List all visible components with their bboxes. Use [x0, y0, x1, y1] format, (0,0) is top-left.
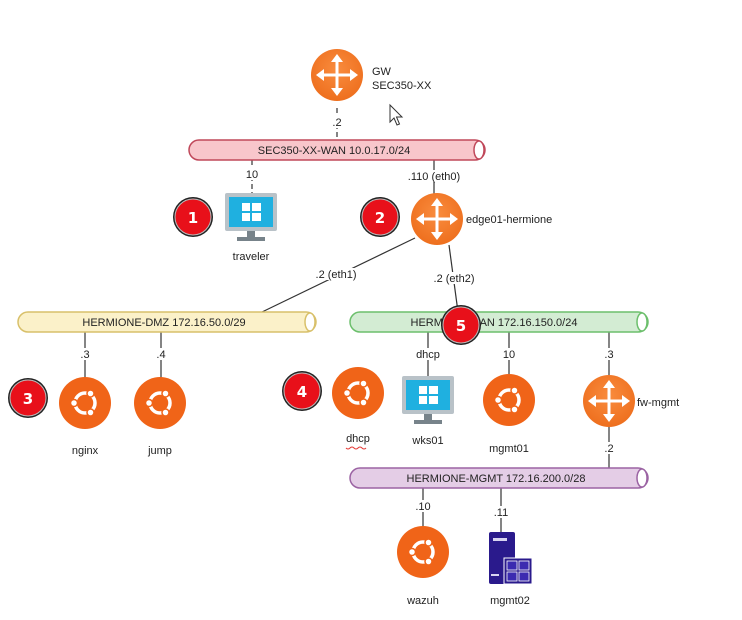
- mgmt01-name: mgmt01: [489, 443, 529, 455]
- jump-name: jump: [147, 445, 172, 457]
- edge-name: edge01-hermione: [466, 214, 552, 226]
- router-icon: [581, 373, 637, 429]
- traveler-addr-label: 10: [246, 169, 258, 181]
- node-traveler[interactable]: traveler: [225, 193, 277, 263]
- badge-1-label: 1: [188, 209, 198, 227]
- badge-5: 5: [440, 304, 482, 346]
- ubuntu-icon: [132, 375, 188, 431]
- gw-name-line1: GW: [372, 66, 392, 78]
- ubuntu-icon: [57, 375, 113, 431]
- wks01-addr-label: dhcp: [416, 349, 440, 361]
- fwmgmt-lan-addr-label: .3: [604, 349, 613, 361]
- network-dmz[interactable]: HERMIONE-DMZ 172.16.50.0/29: [17, 311, 317, 333]
- ubuntu-icon: [330, 365, 386, 421]
- fwmgmt-name: fw-mgmt: [637, 397, 679, 409]
- badge-2-label: 2: [375, 209, 385, 227]
- windows-desktop-icon: [225, 193, 277, 241]
- badge-2: 2: [359, 196, 401, 238]
- network-wan[interactable]: SEC350-XX-WAN 10.0.17.0/24: [188, 139, 486, 161]
- node-mgmt02[interactable]: mgmt02: [489, 532, 533, 607]
- node-dhcp[interactable]: dhcp: [330, 365, 386, 450]
- router-icon: [309, 47, 365, 103]
- wazuh-addr-label: .10: [415, 501, 430, 513]
- badge-3-label: 3: [23, 390, 33, 408]
- dhcp-name: dhcp: [346, 433, 370, 445]
- badge-4-label: 4: [297, 383, 307, 401]
- badge-1: 1: [172, 196, 214, 238]
- gw-name-line2: SEC350-XX: [372, 80, 432, 92]
- windows-server-icon: [489, 532, 533, 585]
- badge-3: 3: [7, 377, 49, 419]
- network-dmz-label: HERMIONE-DMZ 172.16.50.0/29: [82, 317, 245, 329]
- network-wan-label: SEC350-XX-WAN 10.0.17.0/24: [258, 145, 410, 157]
- node-gw[interactable]: GW SEC350-XX: [309, 47, 432, 103]
- spellcheck-underline: [345, 446, 367, 450]
- network-lan[interactable]: HERMIONE-LAN 172.16.150.0/24: [349, 311, 649, 333]
- gw-addr-label: .2: [332, 117, 341, 129]
- mouse-cursor-icon: [389, 103, 404, 126]
- node-mgmt01[interactable]: mgmt01: [481, 372, 537, 455]
- fwmgmt-mgmt-addr-label: .2: [604, 443, 613, 455]
- network-lan-label: HERMIONE-LAN 172.16.150.0/24: [411, 317, 578, 329]
- edge-dmz-addr-label: .2 (eth1): [316, 269, 357, 281]
- router-icon: [409, 191, 465, 247]
- edge-wan-addr-label: .110 (eth0): [408, 171, 460, 183]
- ubuntu-icon: [395, 524, 451, 580]
- wazuh-name: wazuh: [406, 595, 439, 607]
- node-nginx[interactable]: nginx: [57, 375, 113, 457]
- wks01-name: wks01: [411, 435, 443, 447]
- nginx-addr-label: .3: [80, 349, 89, 361]
- network-mgmt[interactable]: HERMIONE-MGMT 172.16.200.0/28: [349, 467, 649, 489]
- node-wks01[interactable]: wks01: [402, 376, 454, 447]
- node-jump[interactable]: jump: [132, 375, 188, 457]
- node-fw-mgmt[interactable]: fw-mgmt: [581, 373, 679, 429]
- badge-4: 4: [281, 370, 323, 412]
- mgmt01-addr-label: 10: [503, 349, 515, 361]
- edge-lan-addr-label: .2 (eth2): [434, 273, 475, 285]
- node-edge01-hermione[interactable]: edge01-hermione: [409, 191, 552, 247]
- node-wazuh[interactable]: wazuh: [395, 524, 451, 607]
- windows-desktop-icon: [402, 376, 454, 424]
- traveler-name: traveler: [233, 251, 270, 263]
- jump-addr-label: .4: [156, 349, 165, 361]
- nginx-name: nginx: [72, 445, 99, 457]
- ubuntu-icon: [481, 372, 537, 428]
- badge-5-label: 5: [456, 317, 466, 335]
- network-mgmt-label: HERMIONE-MGMT 172.16.200.0/28: [407, 473, 586, 485]
- mgmt02-addr-label: .11: [494, 507, 508, 519]
- link-labels: .2 10 .110 (eth0) .2 (eth1) .2 (eth2) .3…: [76, 116, 618, 519]
- mgmt02-name: mgmt02: [490, 595, 530, 607]
